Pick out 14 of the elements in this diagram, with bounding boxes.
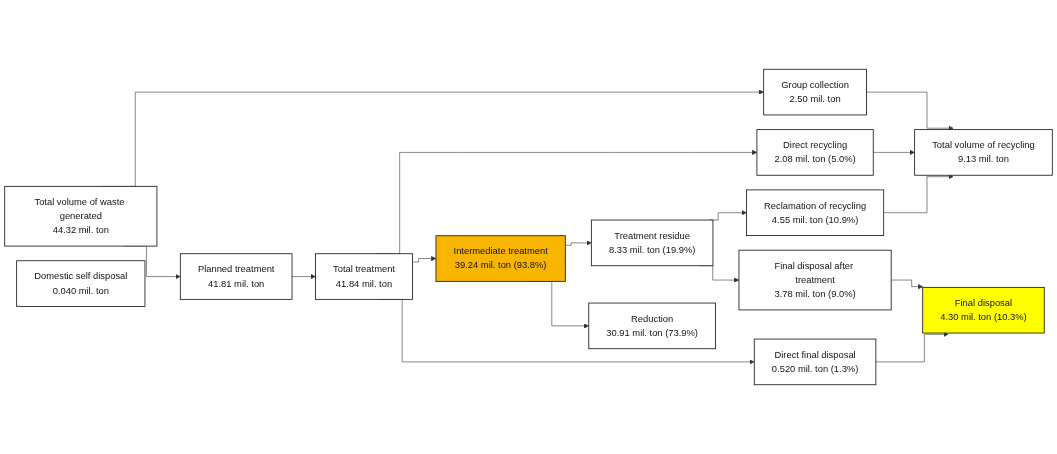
node-box: Final disposal after treatment 3.78 mil. ton (9.0%): [738, 249, 892, 311]
node-box: Final disposal 4.30 mil. ton (10.3%): [922, 286, 1045, 334]
node-box: Group collection 2.50 mil. ton: [763, 68, 867, 116]
node-box: Total volume of recycling 9.13 mil. ton: [914, 129, 1053, 176]
node-box: Domestic self disposal 0.040 mil. ton: [16, 260, 146, 307]
node-box: Planned treatment 41.81 mil. ton: [179, 253, 293, 300]
node-box: Reclamation of recycling 4.55 mil. ton (10.9%): [746, 189, 885, 236]
node-box: Total treatment 41.84 mil. ton: [315, 253, 413, 300]
node-box: Reduction 30.91 mil. ton (73.9%): [588, 302, 716, 350]
node-box: Total volume of waste generated 44.32 mil. ton: [4, 185, 158, 247]
node-box: Direct final disposal 0.520 mil. ton (1.3%): [753, 338, 877, 386]
node-box: Direct recycling 2.08 mil. ton (5.0%): [756, 129, 874, 176]
node-box: Treatment residue 8.33 mil. ton (19.9%): [590, 219, 714, 267]
node-box: Intermediate treatment 39.24 mil. ton (93.8%): [435, 235, 566, 282]
